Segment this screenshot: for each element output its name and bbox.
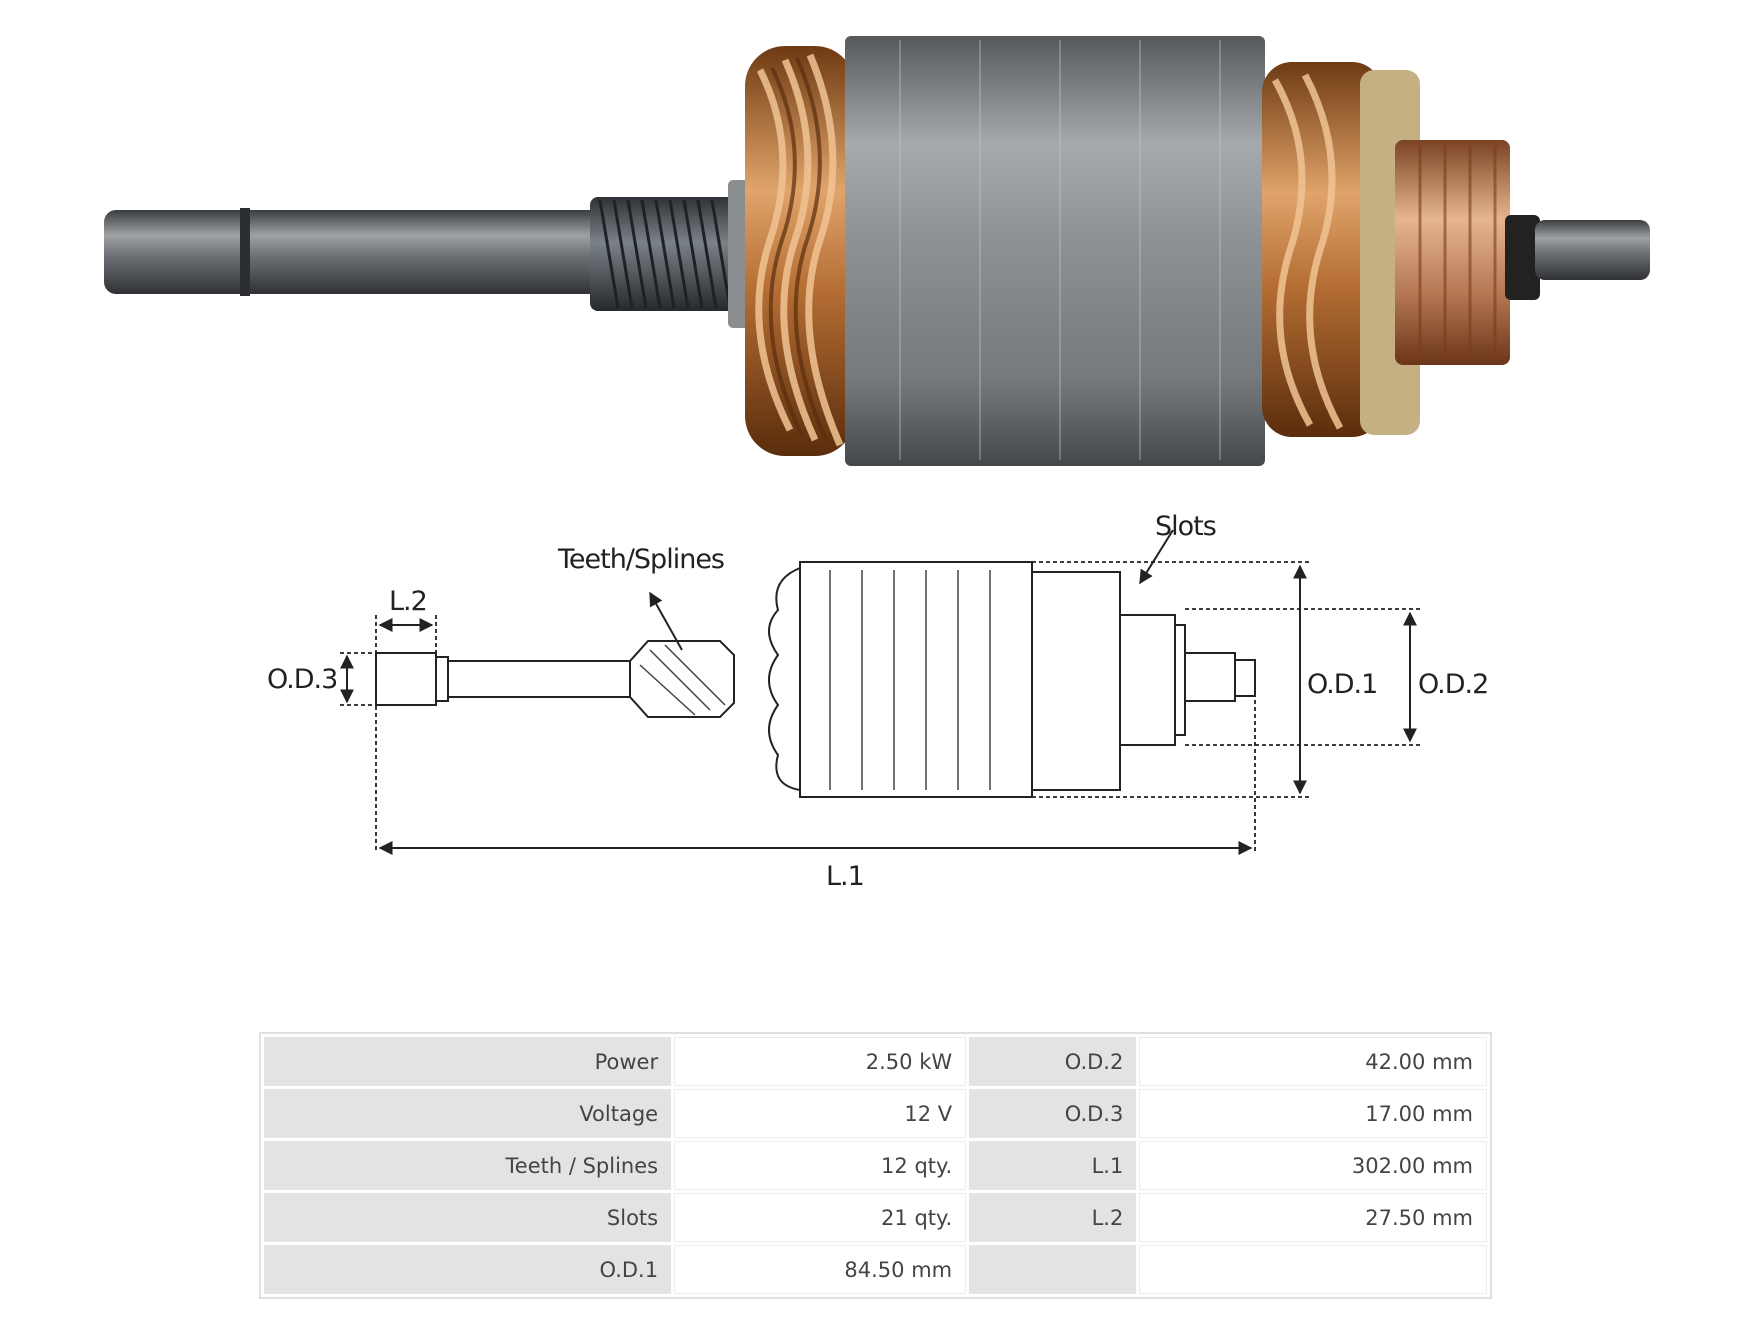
shaft-left [104, 208, 609, 296]
spec-label: L.1 [969, 1141, 1137, 1190]
shaft-right [1505, 215, 1650, 300]
diagram-outline [375, 561, 1256, 798]
spec-label: O.D.1 [264, 1245, 672, 1294]
spec-label: O.D.2 [969, 1037, 1137, 1086]
dimension-arrows [340, 529, 1417, 855]
table-row: O.D.1 84.50 mm [264, 1245, 1487, 1294]
dimension-lines [340, 561, 1420, 852]
spec-value: 17.00 mm [1139, 1089, 1487, 1138]
windings-right [1262, 62, 1382, 437]
spec-value [1139, 1245, 1487, 1294]
table-row: Slots 21 qty. L.2 27.50 mm [264, 1193, 1487, 1242]
lamination-core [845, 36, 1265, 466]
od2-label: O.D.2 [1418, 669, 1488, 700]
windings-left [745, 46, 855, 456]
spec-value: 42.00 mm [1139, 1037, 1487, 1086]
armature-photo [104, 36, 1650, 466]
l1-label: L.1 [826, 861, 864, 892]
pinion-gear [590, 180, 754, 328]
slots-label: Slots [1155, 511, 1216, 542]
spec-value: 27.50 mm [1139, 1193, 1487, 1242]
spec-value: 302.00 mm [1139, 1141, 1487, 1190]
diagram-hatching [639, 570, 991, 790]
dimension-diagram: Teeth/Splines Slots L.2 O.D.3 O.D.1 O.D.… [267, 511, 1489, 892]
l2-label: L.2 [389, 586, 427, 617]
spec-label: O.D.3 [969, 1089, 1137, 1138]
od3-label: O.D.3 [267, 664, 337, 695]
commutator [1360, 70, 1510, 435]
spec-value: 12 qty. [674, 1141, 967, 1190]
teeth-splines-label: Teeth/Splines [557, 544, 724, 575]
spec-value: 12 V [674, 1089, 967, 1138]
table-row: Power 2.50 kW O.D.2 42.00 mm [264, 1037, 1487, 1086]
od1-label: O.D.1 [1307, 669, 1377, 700]
spec-value: 21 qty. [674, 1193, 967, 1242]
table-row: Teeth / Splines 12 qty. L.1 302.00 mm [264, 1141, 1487, 1190]
spec-label: Power [264, 1037, 672, 1086]
spec-value: 2.50 kW [674, 1037, 967, 1086]
spec-table: Power 2.50 kW O.D.2 42.00 mm Voltage 12 … [259, 1032, 1492, 1299]
table-row: Voltage 12 V O.D.3 17.00 mm [264, 1089, 1487, 1138]
spec-label: Slots [264, 1193, 672, 1242]
spec-label: Teeth / Splines [264, 1141, 672, 1190]
spec-label [969, 1245, 1137, 1294]
spec-label: L.2 [969, 1193, 1137, 1242]
spec-value: 84.50 mm [674, 1245, 967, 1294]
spec-label: Voltage [264, 1089, 672, 1138]
